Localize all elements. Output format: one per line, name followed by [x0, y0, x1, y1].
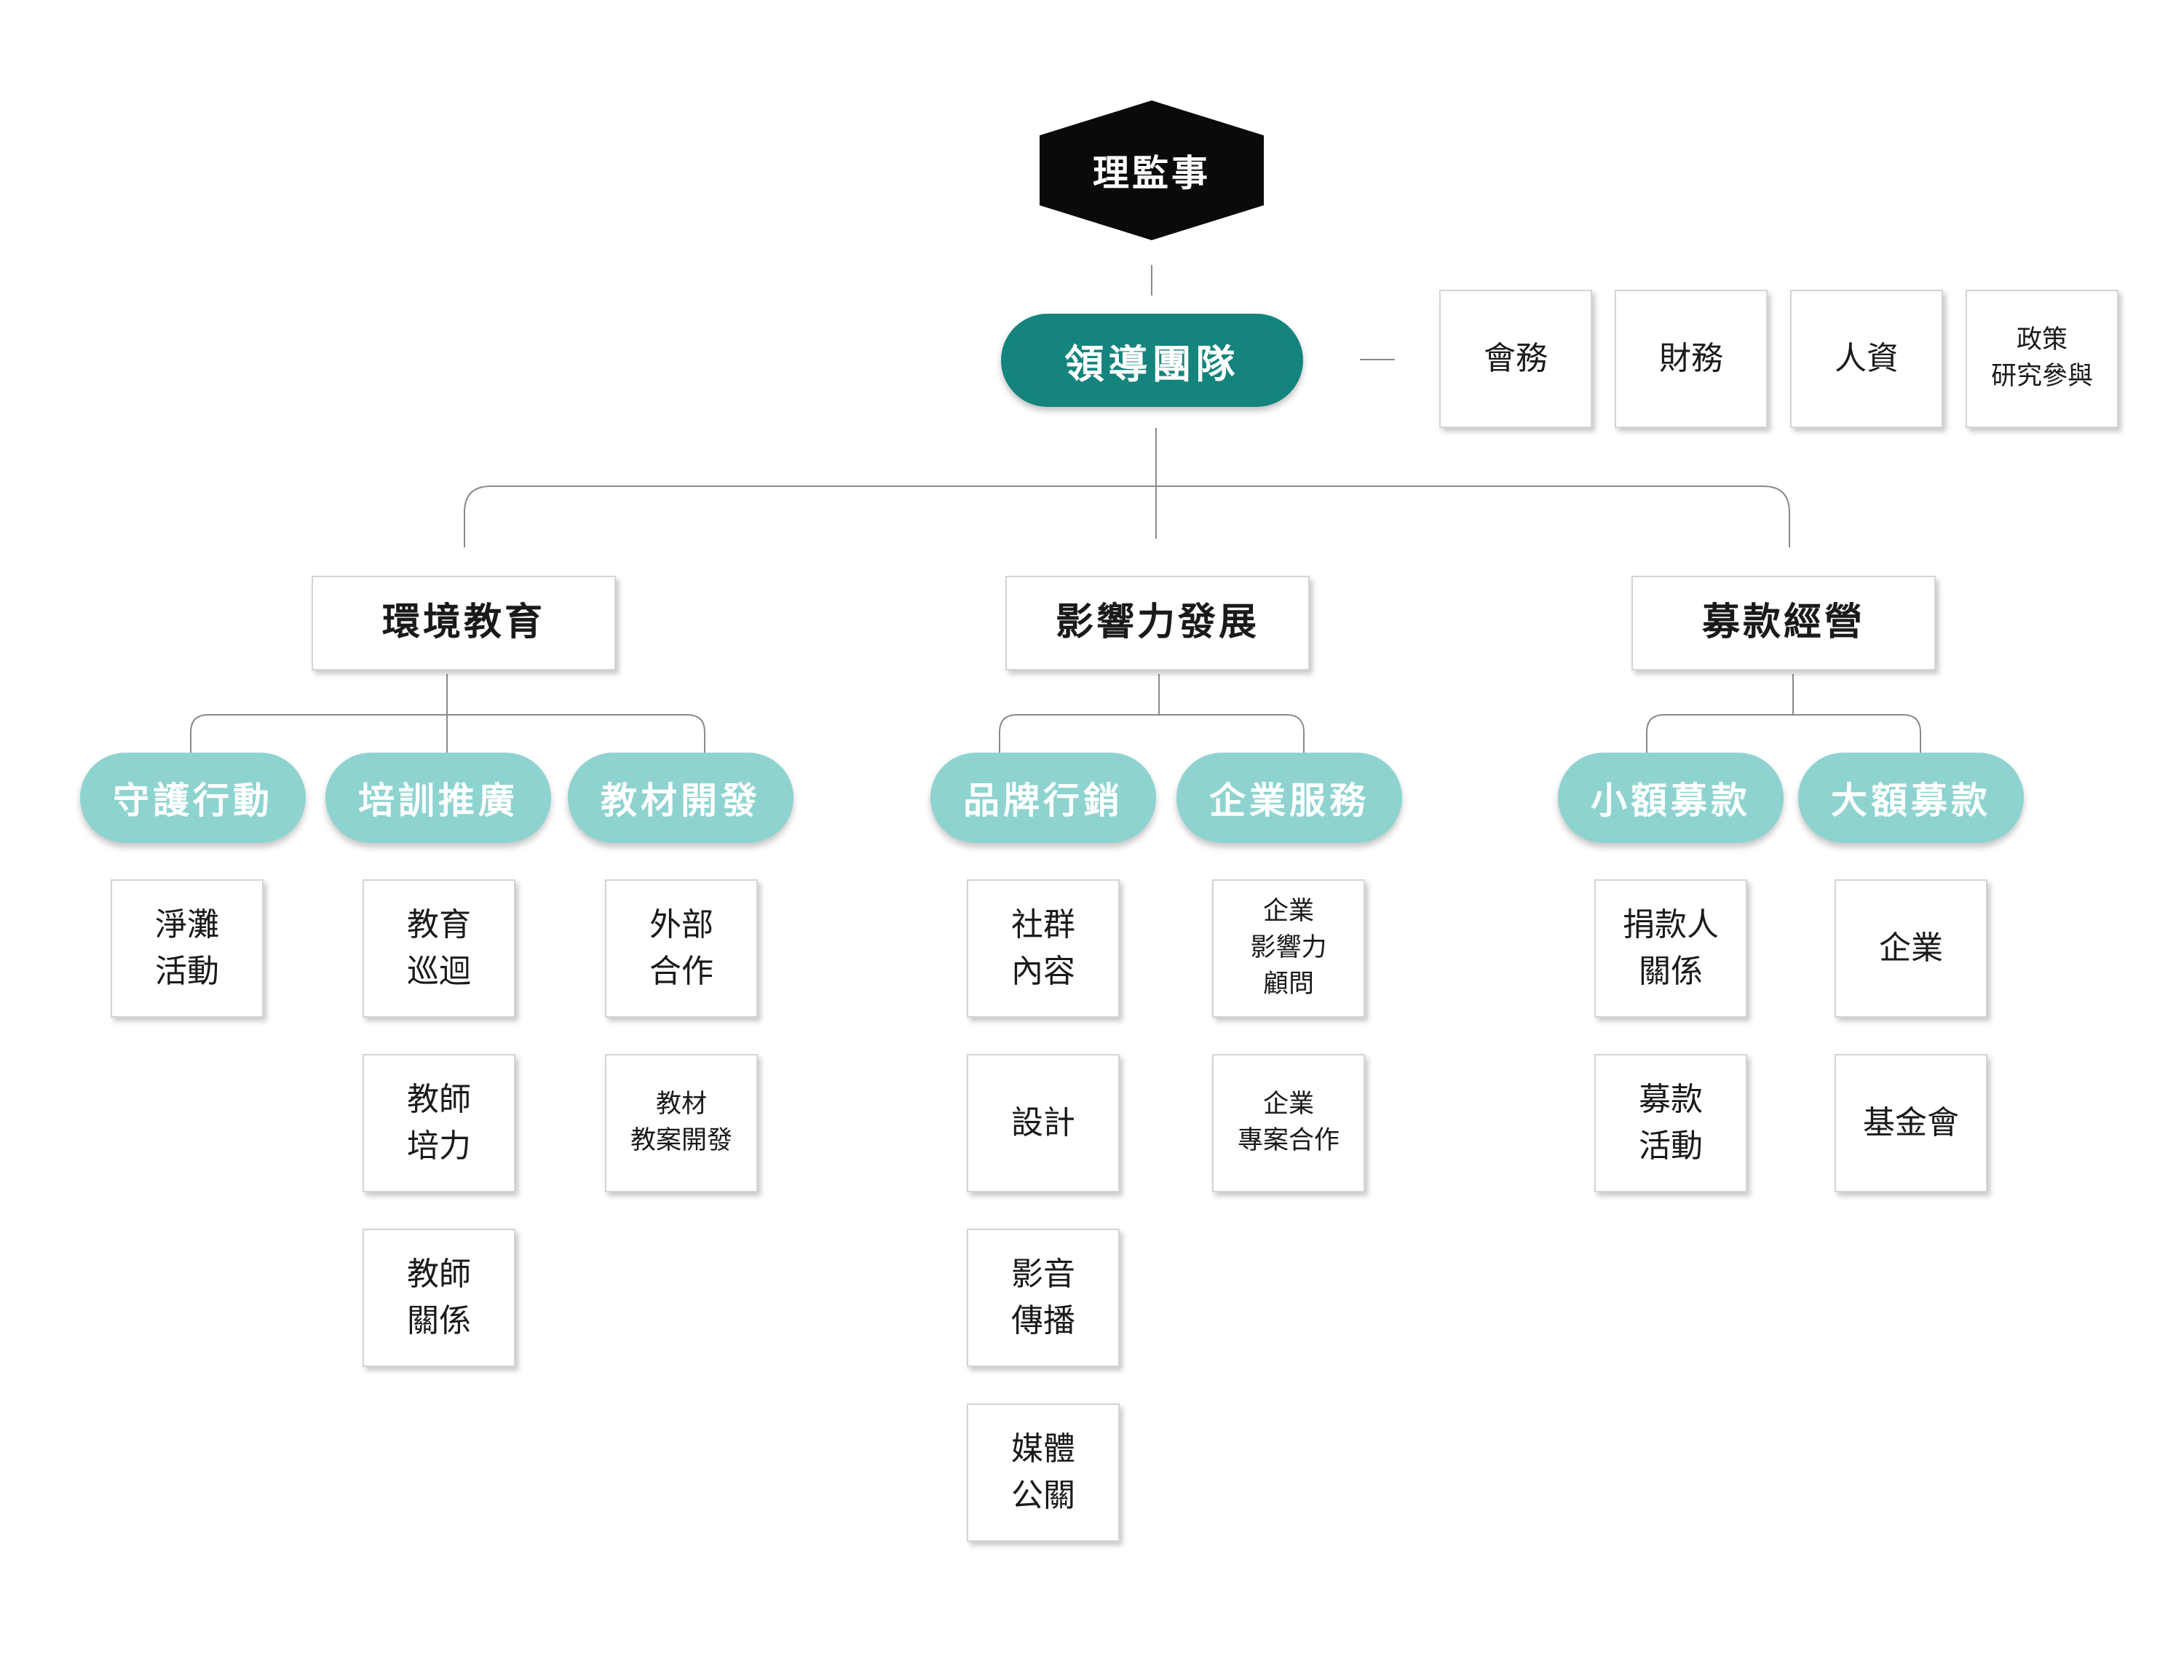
item-label: 淨灘 活動 — [155, 906, 219, 990]
item-box: 影音 傳播 — [967, 1229, 1120, 1367]
item-box: 企業 影響力 顧問 — [1212, 879, 1365, 1018]
department-label: 影響力發展 — [1055, 601, 1259, 645]
team-guardian-action: 守護行動 — [80, 753, 306, 843]
department-environmental-education: 環境教育 — [312, 576, 616, 670]
team-label: 教材開發 — [601, 780, 761, 822]
team-label: 培訓推廣 — [358, 780, 518, 822]
team-label: 小額募款 — [1591, 780, 1751, 822]
team-label: 品牌行銷 — [963, 780, 1123, 822]
item-label: 教材 教案開發 — [630, 1090, 732, 1155]
leadership-team-node: 領導團隊 — [1001, 314, 1303, 407]
support-box-policy: 政策 研究參與 — [1966, 290, 2118, 428]
item-box: 媒體 公關 — [967, 1403, 1120, 1542]
item-label: 媒體 公關 — [1011, 1430, 1075, 1514]
support-label: 政策 研究參與 — [1990, 325, 2093, 391]
support-box-finance: 財務 — [1615, 290, 1768, 428]
item-label: 捐款人 關係 — [1623, 906, 1719, 990]
item-label: 企業 影響力 顧問 — [1250, 897, 1327, 999]
item-box: 捐款人 關係 — [1594, 879, 1747, 1018]
connector-fundraising-bus — [1646, 714, 1921, 753]
item-box: 設計 — [967, 1054, 1120, 1192]
team-major-donations: 大額募款 — [1798, 753, 2024, 843]
item-label: 企業 — [1879, 930, 1943, 967]
item-box: 淨灘 活動 — [111, 879, 264, 1018]
team-label: 企業服務 — [1209, 780, 1369, 822]
department-influence-development: 影響力發展 — [1005, 576, 1310, 670]
item-label: 設計 — [1011, 1104, 1075, 1142]
board-node: 理監事 — [1040, 100, 1264, 240]
item-box: 教材 教案開發 — [605, 1054, 758, 1192]
department-label: 環境教育 — [381, 601, 545, 645]
item-box: 企業 — [1835, 879, 1987, 1018]
connector-influence-bus — [999, 714, 1305, 753]
item-label: 募款 活動 — [1639, 1081, 1703, 1165]
support-box-affairs: 會務 — [1439, 290, 1592, 428]
team-label: 守護行動 — [113, 780, 273, 822]
team-training-promotion: 培訓推廣 — [325, 753, 551, 843]
team-small-donations: 小額募款 — [1558, 753, 1784, 843]
item-label: 基金會 — [1863, 1104, 1959, 1142]
team-brand-marketing: 品牌行銷 — [930, 753, 1156, 843]
item-label: 企業 專案合作 — [1237, 1090, 1340, 1155]
item-box: 外部 合作 — [605, 879, 758, 1018]
support-label: 財務 — [1659, 340, 1723, 378]
item-box: 教師 關係 — [363, 1229, 515, 1367]
item-box: 社群 內容 — [967, 879, 1120, 1018]
item-box: 教師 培力 — [363, 1054, 515, 1192]
item-label: 教師 培力 — [407, 1081, 471, 1165]
item-box: 基金會 — [1835, 1054, 1987, 1192]
item-box: 企業 專案合作 — [1212, 1054, 1365, 1192]
support-label: 會務 — [1484, 340, 1548, 378]
connector-env-edu-bus — [190, 714, 705, 753]
board-label: 理監事 — [1093, 152, 1211, 194]
team-corporate-services: 企業服務 — [1176, 753, 1402, 843]
leadership-label: 領導團隊 — [1064, 341, 1240, 387]
item-label: 影音 傳播 — [1011, 1256, 1075, 1339]
team-materials-development: 教材開發 — [568, 753, 794, 843]
department-label: 募款經營 — [1701, 601, 1865, 645]
support-box-hr: 人資 — [1790, 290, 1943, 428]
support-label: 人資 — [1835, 340, 1899, 378]
item-box: 募款 活動 — [1594, 1054, 1747, 1192]
connector-dept-bus — [464, 486, 1790, 547]
item-label: 外部 合作 — [649, 906, 713, 990]
department-fundraising: 募款經營 — [1631, 576, 1936, 670]
item-label: 教師 關係 — [407, 1256, 471, 1339]
item-label: 社群 內容 — [1011, 906, 1075, 990]
item-box: 教育 巡迴 — [363, 879, 515, 1018]
item-label: 教育 巡迴 — [407, 906, 471, 990]
team-label: 大額募款 — [1831, 780, 1991, 822]
